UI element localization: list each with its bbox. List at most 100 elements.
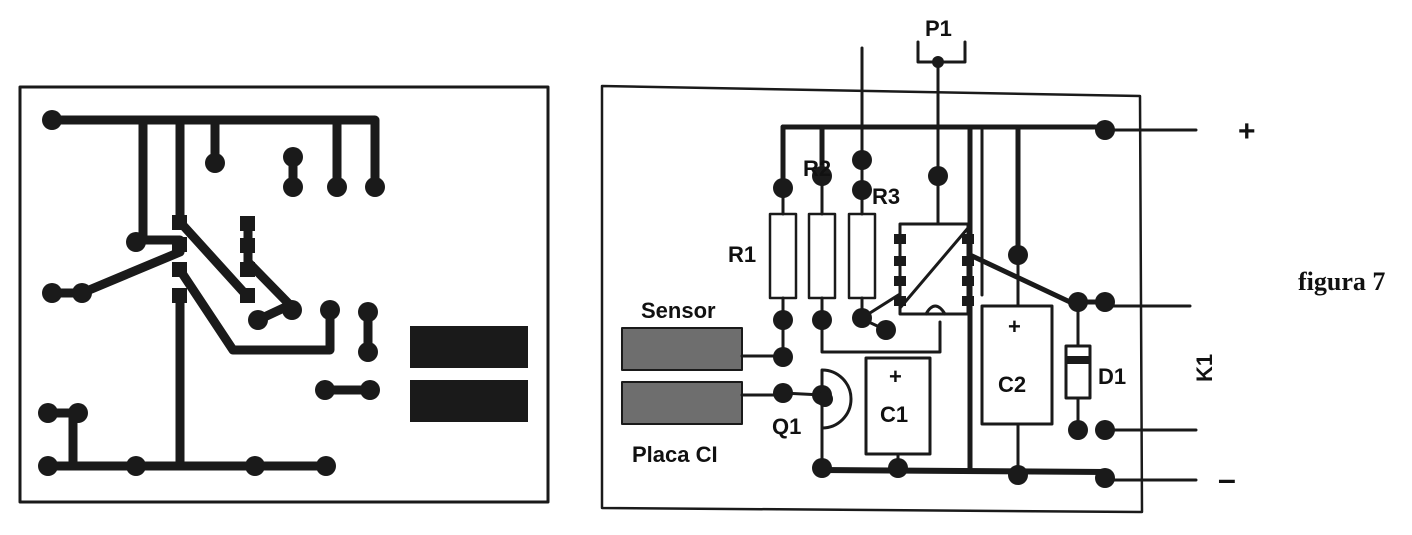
pcb-board-outline <box>18 85 550 504</box>
pcb-ic-pad <box>240 288 255 303</box>
pcb-pad <box>282 300 302 320</box>
figure-caption: figura 7 <box>1298 267 1385 296</box>
label-r3: R3 <box>872 184 900 209</box>
pcb-sensor-block <box>410 380 528 422</box>
solder-point <box>1095 420 1115 440</box>
label-placa: Placa CI <box>632 442 718 467</box>
board-outline <box>600 84 1144 514</box>
label-q1: Q1 <box>772 414 801 439</box>
pcb-ic-pad <box>240 262 255 277</box>
pcb-trace <box>175 265 335 355</box>
label-r2: R2 <box>803 156 831 181</box>
pcb-ic-pad <box>240 238 255 253</box>
ic-body <box>898 222 970 316</box>
label-plus: + <box>1238 115 1256 148</box>
label-r1: R1 <box>728 242 756 267</box>
pcb-pad <box>360 380 380 400</box>
label-minus: – <box>1218 461 1236 497</box>
solder-point <box>852 150 872 170</box>
pcb-pad <box>38 456 58 476</box>
wire <box>820 318 942 354</box>
solder-point <box>1008 245 1028 265</box>
solder-point <box>1068 292 1088 312</box>
solder-point <box>773 310 793 330</box>
solder-point <box>773 178 793 198</box>
ic-pin <box>894 296 906 306</box>
pcb-pad <box>42 283 62 303</box>
pcb-sensor-block <box>410 326 528 368</box>
pcb-trace-layout <box>18 85 550 504</box>
solder-point <box>817 391 833 407</box>
pcb-pad <box>72 283 92 303</box>
d1-body <box>1064 344 1092 400</box>
pcb-pad <box>315 380 335 400</box>
ic-pin <box>894 276 906 286</box>
pcb-pad <box>126 232 146 252</box>
pcb-pad <box>42 110 62 130</box>
solder-point <box>1095 120 1115 140</box>
pcb-pad <box>358 302 378 322</box>
solder-point <box>852 308 872 328</box>
ic-pin <box>962 256 974 266</box>
solder-point <box>1068 420 1088 440</box>
pcb-pad <box>365 177 385 197</box>
pcb-pad <box>245 456 265 476</box>
ic-pin <box>894 234 906 244</box>
ic-slash <box>898 226 970 310</box>
r1-body <box>768 212 798 300</box>
pcb-trace <box>47 247 185 298</box>
label-sensor: Sensor <box>641 298 716 323</box>
solder-point <box>812 166 832 186</box>
label-c1-plus: + <box>889 364 902 389</box>
ic-notch <box>924 304 947 316</box>
pcb-pad <box>38 403 58 423</box>
pcb-ic-pad <box>172 288 187 303</box>
solder-point <box>1095 292 1115 312</box>
label-c2: C2 <box>998 372 1026 397</box>
negative-rail <box>819 467 1108 475</box>
pcb-pad <box>248 310 268 330</box>
pcb-pads <box>38 110 385 476</box>
solder-point <box>773 383 793 403</box>
solder-points <box>773 56 1115 488</box>
sensor-plate-bottom <box>621 381 743 425</box>
q1-body <box>820 368 853 430</box>
pcb-ic-pad <box>172 262 187 277</box>
solder-point <box>888 458 908 478</box>
r2-body <box>807 212 837 300</box>
component-labels: P1 R2 R3 R1 Sensor Placa CI Q1 + C1 + C2… <box>632 16 1385 497</box>
label-k1: K1 <box>1192 354 1217 382</box>
label-d1: D1 <box>1098 364 1126 389</box>
pcb-pad <box>320 300 340 320</box>
component-layout <box>600 40 1198 514</box>
solder-point <box>932 56 944 68</box>
pcb-pad <box>205 153 225 173</box>
r3-body <box>847 212 877 300</box>
ic-pin <box>894 256 906 266</box>
pcb-ic-pad <box>172 237 187 252</box>
ic-pin <box>962 276 974 286</box>
pcb-ic-pad <box>240 216 255 231</box>
label-p1: P1 <box>925 16 952 41</box>
pcb-pad <box>316 456 336 476</box>
ic-pins <box>894 234 974 306</box>
ic-pin <box>962 234 974 244</box>
pcb-ic-pad <box>172 215 187 230</box>
pcb-pad <box>358 342 378 362</box>
pcb-pad <box>126 456 146 476</box>
ic-pin <box>962 296 974 306</box>
solder-point <box>1095 468 1115 488</box>
pcb-pad <box>327 177 347 197</box>
sensor-plate-top <box>621 327 743 371</box>
solder-point <box>876 320 896 340</box>
pcb-pad <box>283 177 303 197</box>
solder-point <box>812 310 832 330</box>
label-c2-plus: + <box>1008 314 1021 339</box>
pcb-pad <box>68 403 88 423</box>
d1-band <box>1066 356 1090 364</box>
pcb-pad <box>283 147 303 167</box>
solder-point <box>928 166 948 186</box>
pcb-trace <box>175 217 253 302</box>
solder-point <box>1008 465 1028 485</box>
